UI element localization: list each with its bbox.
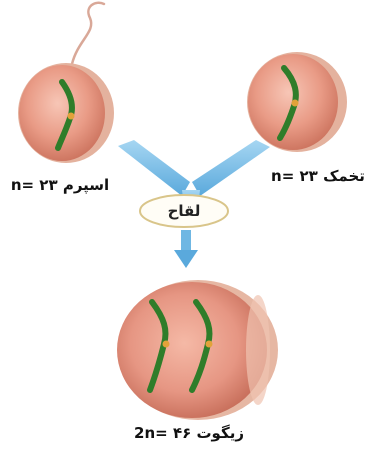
sperm-cell — [18, 63, 114, 163]
egg-label-text: تخمک ۲۳ — [300, 167, 365, 185]
zygote-label: 2n= زیگوت ۴۶ — [122, 424, 256, 442]
egg-n-notation: n= — [271, 167, 294, 185]
zygote-n-notation: 2n= — [134, 424, 168, 442]
fertilization-label: لقاح — [139, 196, 229, 226]
zygote-label-text: زیگوت ۴۶ — [173, 424, 244, 442]
arrow-from-egg — [192, 140, 270, 196]
sperm-tail — [72, 3, 104, 64]
sperm-n-notation: n= — [11, 176, 34, 194]
egg-cell — [247, 52, 347, 152]
egg-centromere — [292, 100, 299, 107]
zygote-centromere-left — [163, 341, 170, 348]
sperm-label: n= اسپرم ۲۳ — [4, 176, 116, 194]
arrow-from-sperm — [118, 140, 190, 196]
zygote-cell — [117, 280, 278, 420]
sperm-centromere — [68, 113, 75, 120]
down-arrow — [174, 230, 198, 268]
zygote-centromere-right — [206, 341, 213, 348]
sperm-label-text: اسپرم ۲۳ — [39, 176, 109, 194]
egg-label: n= تخمک ۲۳ — [266, 167, 370, 185]
